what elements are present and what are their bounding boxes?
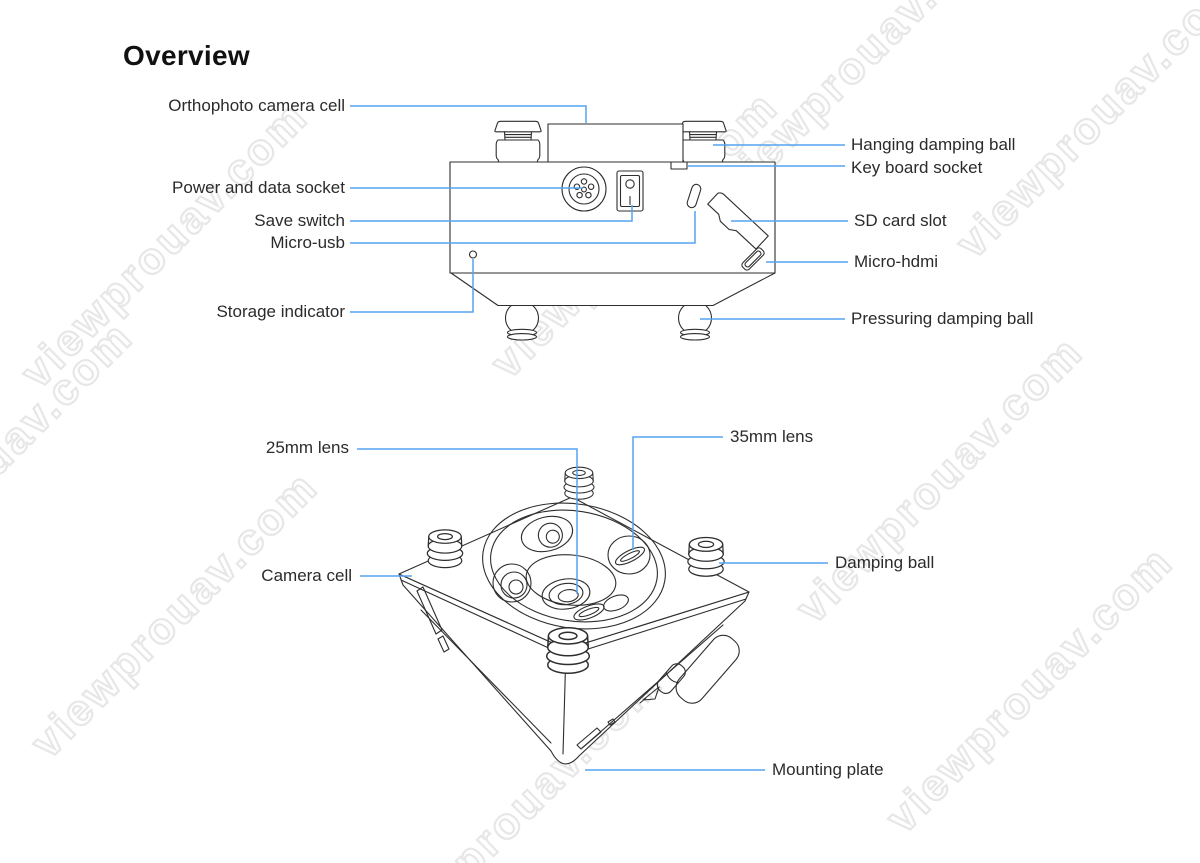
mounting-plate-edge-right bbox=[581, 624, 724, 749]
lens-top-left bbox=[520, 515, 574, 553]
pressuring-damping-ball-left bbox=[504, 300, 540, 341]
hanging-damping-ball-right bbox=[679, 120, 727, 164]
damping-ball-left bbox=[426, 529, 464, 569]
label-key-board-socket: Key board socket bbox=[851, 158, 983, 177]
camera-cell-isometric-drawing bbox=[398, 466, 750, 765]
label-micro-usb: Micro-usb bbox=[270, 233, 345, 252]
key-board-socket bbox=[670, 161, 688, 170]
damping-ball-top bbox=[563, 466, 595, 500]
camera-side-view-drawing bbox=[449, 120, 776, 341]
label-power-and-data-socket: Power and data socket bbox=[172, 178, 345, 197]
right-face-arrow bbox=[639, 686, 660, 704]
recess-bowl bbox=[525, 554, 617, 606]
rear-connector-block bbox=[675, 634, 740, 704]
save-switch bbox=[616, 170, 644, 212]
right-face-nib-slot bbox=[576, 727, 602, 750]
lens-35mm bbox=[607, 535, 651, 575]
left-face-slot bbox=[437, 635, 450, 653]
label-hanging-damping-ball: Hanging damping ball bbox=[851, 135, 1016, 154]
orthophoto-camera-cell-block bbox=[547, 123, 684, 163]
leader-storage-indicator bbox=[350, 259, 474, 313]
device-base-trapezoid bbox=[450, 272, 776, 307]
damping-ball-front bbox=[545, 627, 591, 675]
leader-micro-usb bbox=[350, 211, 696, 244]
leader-save-switch bbox=[350, 205, 633, 222]
left-face-vent bbox=[416, 586, 443, 635]
label-25mm-lens: 25mm lens bbox=[265, 438, 349, 457]
leader-25mm-lens bbox=[357, 448, 578, 594]
lens-left bbox=[492, 563, 532, 603]
lens-25mm bbox=[541, 578, 591, 610]
power-and-data-socket bbox=[561, 166, 607, 212]
label-35mm-lens: 35mm lens bbox=[730, 427, 814, 446]
label-orthophoto-camera-cell: Orthophoto camera cell bbox=[168, 96, 345, 115]
label-sd-card-slot: SD card slot bbox=[854, 211, 947, 230]
label-storage-indicator: Storage indicator bbox=[216, 302, 345, 321]
micro-usb-port bbox=[686, 183, 702, 209]
page-title: Overview bbox=[123, 39, 250, 71]
leader-lines bbox=[350, 105, 848, 771]
label-save-switch: Save switch bbox=[254, 211, 345, 230]
leader-orthophoto-camera-cell bbox=[350, 105, 587, 123]
label-mounting-plate: Mounting plate bbox=[772, 760, 884, 779]
right-face-switch bbox=[656, 663, 686, 694]
mounting-plate-edge-left bbox=[420, 609, 552, 744]
pressuring-damping-ball-right bbox=[677, 300, 713, 341]
lens-oval-small bbox=[603, 594, 629, 612]
micro-hdmi-port bbox=[741, 247, 765, 271]
label-micro-hdmi: Micro-hdmi bbox=[854, 252, 939, 271]
damping-ball-right bbox=[687, 536, 725, 577]
label-camera-cell: Camera cell bbox=[261, 566, 352, 585]
hanging-damping-ball-left bbox=[494, 120, 542, 164]
right-face-dot bbox=[607, 718, 616, 726]
leader-35mm-lens bbox=[632, 436, 723, 550]
label-pressuring-damping-ball: Pressuring damping ball bbox=[851, 309, 1034, 328]
label-damping-ball: Damping ball bbox=[835, 553, 935, 572]
storage-indicator-led bbox=[468, 250, 478, 259]
